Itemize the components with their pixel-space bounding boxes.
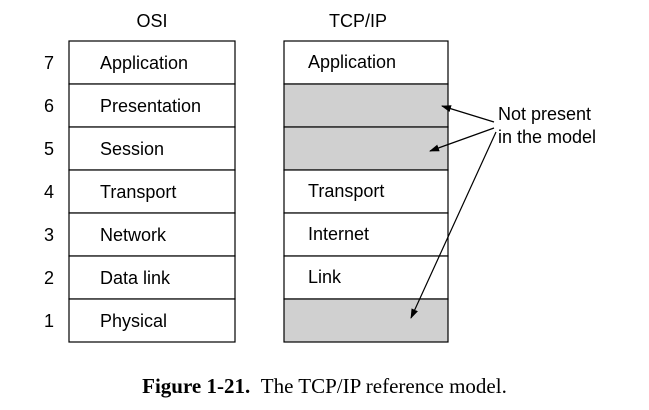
- tcpip-layer-label-3: Internet: [308, 224, 369, 244]
- layer-number-7: 7: [44, 53, 54, 73]
- tcpip-layer-box-3: [283, 212, 449, 257]
- tcpip-layer-label-7: Application: [308, 52, 396, 72]
- arrow-to-layer-6: [441, 105, 495, 123]
- annotation-line-1: Not present: [498, 104, 591, 124]
- osi-layer-label-1: Physical: [100, 311, 167, 331]
- tcpip-absent-layer-5: [283, 126, 449, 171]
- osi-layer-box-2: [68, 255, 236, 300]
- osi-layer-box-1: [68, 298, 236, 343]
- osi-layer-label-2: Data link: [100, 268, 171, 288]
- annotation-line-2: in the model: [498, 127, 596, 147]
- tcpip-layer-box-7: [283, 40, 449, 85]
- osi-layer-label-4: Transport: [100, 182, 176, 202]
- osi-header: OSI: [136, 11, 167, 31]
- layer-number-4: 4: [44, 182, 54, 202]
- osi-layer-label-5: Session: [100, 139, 164, 159]
- osi-stack: ApplicationPresentationSessionTransportN…: [68, 40, 236, 343]
- tcpip-absent-layer-1: [283, 298, 449, 343]
- layer-number-3: 3: [44, 225, 54, 245]
- layer-number-5: 5: [44, 139, 54, 159]
- layer-number-6: 6: [44, 96, 54, 116]
- osi-layer-box-6: [68, 83, 236, 128]
- osi-layer-box-5: [68, 126, 236, 171]
- osi-layer-label-6: Presentation: [100, 96, 201, 116]
- layer-number-1: 1: [44, 311, 54, 331]
- caption-label: Figure 1-21.: [142, 374, 251, 398]
- osi-layer-label-7: Application: [100, 53, 188, 73]
- tcpip-layer-label-4: Transport: [308, 181, 384, 201]
- caption-text: The TCP/IP reference model.: [260, 374, 507, 398]
- tcpip-header: TCP/IP: [329, 11, 387, 31]
- arrow-to-layer-1: [410, 131, 497, 319]
- osi-layer-box-4: [68, 169, 236, 214]
- tcpip-layer-box-2: [283, 255, 449, 300]
- osi-layer-label-3: Network: [100, 225, 167, 245]
- tcpip-layer-label-2: Link: [308, 267, 342, 287]
- layer-number-2: 2: [44, 268, 54, 288]
- figure-caption: Figure 1-21. The TCP/IP reference model.: [0, 374, 649, 399]
- tcpip-absent-layer-6: [283, 83, 449, 128]
- layer-numbers: 7 6 5 4 3 2 1: [44, 53, 54, 331]
- arrow-to-layer-5: [429, 127, 495, 152]
- osi-layer-box-7: [68, 40, 236, 85]
